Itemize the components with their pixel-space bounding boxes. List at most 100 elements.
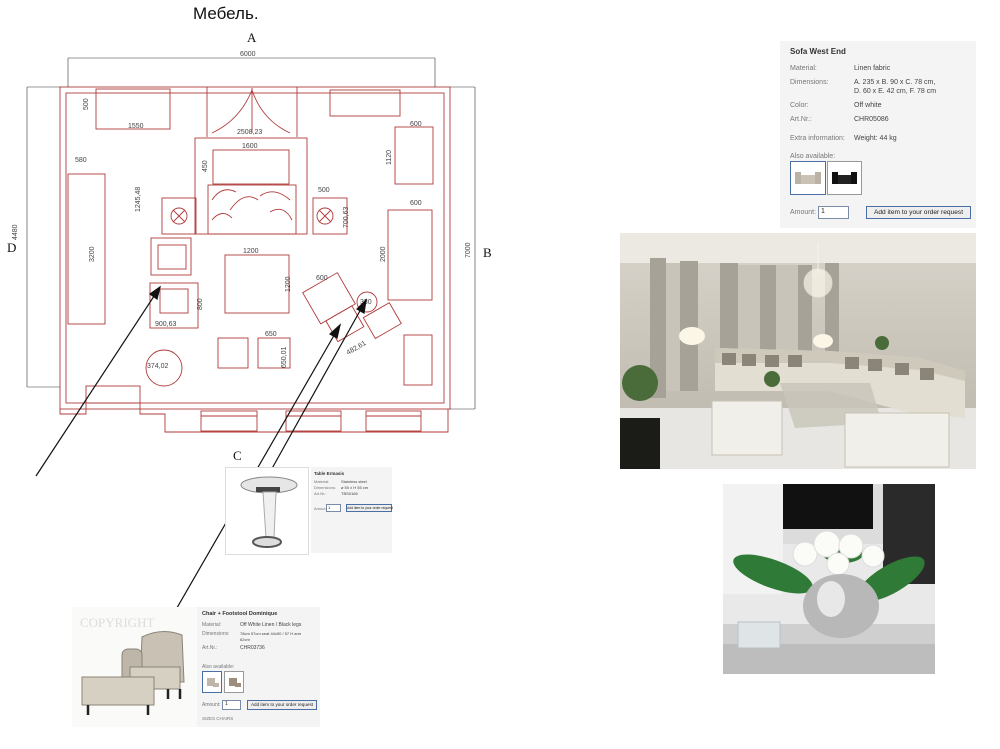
variant-thumb-black[interactable] — [827, 161, 862, 195]
wall-label-d: D — [7, 240, 17, 255]
dim-bed-w: 1550 — [128, 123, 144, 130]
spec-value: CHR05086 — [854, 116, 889, 123]
dim-armchair-d: 800 — [197, 298, 204, 310]
dim-width: 6000 — [240, 51, 256, 58]
add-to-order-button[interactable]: Add item to your order request — [247, 700, 317, 710]
spec-value: CHR03736 — [240, 645, 265, 651]
product-card-sofa: Sofa West End Material: Linen fabric Dim… — [780, 41, 976, 228]
room-outline — [59, 86, 451, 410]
dim-right-height: 7000 — [465, 242, 472, 258]
amount-input[interactable]: 1 — [326, 504, 341, 512]
dim-chair-a: 600 — [316, 275, 328, 282]
dim-stool-w: 650 — [265, 331, 277, 338]
dim-right-tall-w: 600 — [410, 200, 422, 207]
wall-label-a: A — [247, 30, 257, 45]
dim-right-cab-h: 700,63 — [343, 206, 350, 228]
door-swing — [211, 88, 291, 134]
cabinet-top-left — [95, 88, 171, 130]
shelf-left — [67, 173, 106, 325]
dim-bed-h: 500 — [83, 98, 90, 110]
spec-label: Color: — [790, 102, 809, 109]
product-title: Table Ermasis — [314, 471, 345, 476]
spec-value: 62cm — [240, 637, 250, 642]
side-table-round — [356, 291, 378, 313]
dim-armchair-w: 900,63 — [155, 321, 177, 328]
chair-image: COPYRIGHT — [72, 607, 197, 727]
spec-label: Art.Nr.: — [790, 116, 812, 123]
cabinet-right — [387, 209, 433, 301]
dim-rot-c: 482,61 — [346, 340, 368, 357]
dim-table-h: 1200 — [285, 276, 292, 292]
dim-sofa-d: 450 — [202, 160, 209, 172]
arrow-table — [259, 299, 367, 491]
round-table — [145, 349, 183, 387]
sizes-chairs-link[interactable]: SIZES CHAIRS — [202, 716, 234, 721]
cabinet-low-right — [403, 334, 433, 386]
spec-label: Art.Nr.: — [314, 491, 327, 496]
window-1 — [200, 410, 258, 432]
window-2 — [285, 410, 342, 432]
spec-value: Stainless steel — [341, 479, 367, 484]
wardrobe — [394, 126, 434, 185]
window-3 — [365, 410, 422, 432]
amount-label: Amount: — [202, 702, 221, 708]
product-card-table: Table Ermasis Material: Stainless steel … — [225, 467, 393, 555]
watermark: COPYRIGHT — [80, 615, 154, 630]
dim-right-tall-h: 2000 — [380, 246, 387, 262]
stool-2 — [257, 337, 291, 369]
variant-thumb-beige[interactable] — [790, 161, 826, 195]
wall-label-b: B — [483, 245, 492, 260]
spec-value: A. 235 x B. 90 x C. 78 cm, — [854, 79, 936, 86]
variant-thumb-1[interactable] — [202, 671, 222, 693]
side-lamp-right — [312, 197, 348, 235]
spec-value: Linen fabric — [854, 65, 891, 72]
product-title: Chair + Footstool Dominique — [202, 611, 278, 617]
spec-label: Dimensions: — [314, 485, 337, 490]
side-lamp-left — [161, 197, 197, 235]
armchair-1 — [150, 237, 192, 276]
spec-value: D. 60 x E. 42 cm, F. 78 cm — [854, 88, 937, 95]
stool-1 — [217, 337, 249, 369]
add-to-order-button[interactable]: Add item to your order request — [346, 504, 393, 512]
rotated-chairs — [302, 272, 402, 343]
spec-value: 78cm 57cm seat 44x50 / 57 H arm — [240, 631, 302, 636]
arrow-armchair — [35, 286, 161, 477]
dim-round-table: 374,02 — [147, 363, 169, 370]
dim-curtain: 2508,23 — [237, 129, 262, 136]
page-title: Мебель. — [193, 4, 259, 23]
coffee-table — [224, 254, 290, 314]
spec-label: Material: — [314, 479, 330, 484]
variant-thumb-2[interactable] — [224, 671, 244, 693]
amount-input[interactable]: 1 — [222, 700, 241, 710]
also-available-label: Also available: — [202, 664, 235, 670]
spec-label: Material: — [202, 622, 222, 628]
spec-value: TBS0166 — [341, 491, 358, 496]
product-title: Sofa West End — [790, 47, 846, 56]
amount-label: Amount: — [790, 209, 817, 216]
living-room-photo — [620, 233, 976, 469]
dim-wardrobe-h: 1120 — [386, 150, 393, 165]
dim-table-w: 1200 — [243, 248, 259, 255]
dim-sofa-w: 1600 — [242, 143, 258, 150]
product-card-chair: COPYRIGHT Chair + Footstool Dominique Ma… — [72, 607, 320, 727]
amount-label: Amount: — [314, 506, 329, 511]
add-to-order-button[interactable]: Add item to your order request — [866, 206, 971, 219]
amount-input[interactable]: 1 — [818, 206, 849, 219]
armchair-2 — [149, 282, 199, 329]
dim-stool-h: 650,01 — [281, 346, 288, 368]
dim-sofa-side: 1245,48 — [135, 187, 142, 212]
dim-shelf-h: 3200 — [89, 246, 96, 262]
spec-label: Material: — [790, 65, 817, 72]
spec-value: Off white — [854, 102, 882, 109]
dim-left-height: 4480 — [12, 224, 19, 240]
wall-label-c: C — [233, 448, 242, 463]
dim-shelf-w: 580 — [75, 157, 87, 164]
table-image — [225, 467, 309, 555]
dim-right-cab-w: 500 — [318, 187, 330, 194]
spec-label: Art.Nr.: — [202, 645, 218, 651]
spec-value: ø 50 x H 55 cm — [341, 485, 369, 490]
spec-label: Extra information: — [790, 135, 845, 142]
cabinet-top-right — [329, 89, 401, 117]
spec-label: Dimensions: — [202, 631, 230, 637]
dim-wardrobe-w: 600 — [410, 121, 422, 128]
